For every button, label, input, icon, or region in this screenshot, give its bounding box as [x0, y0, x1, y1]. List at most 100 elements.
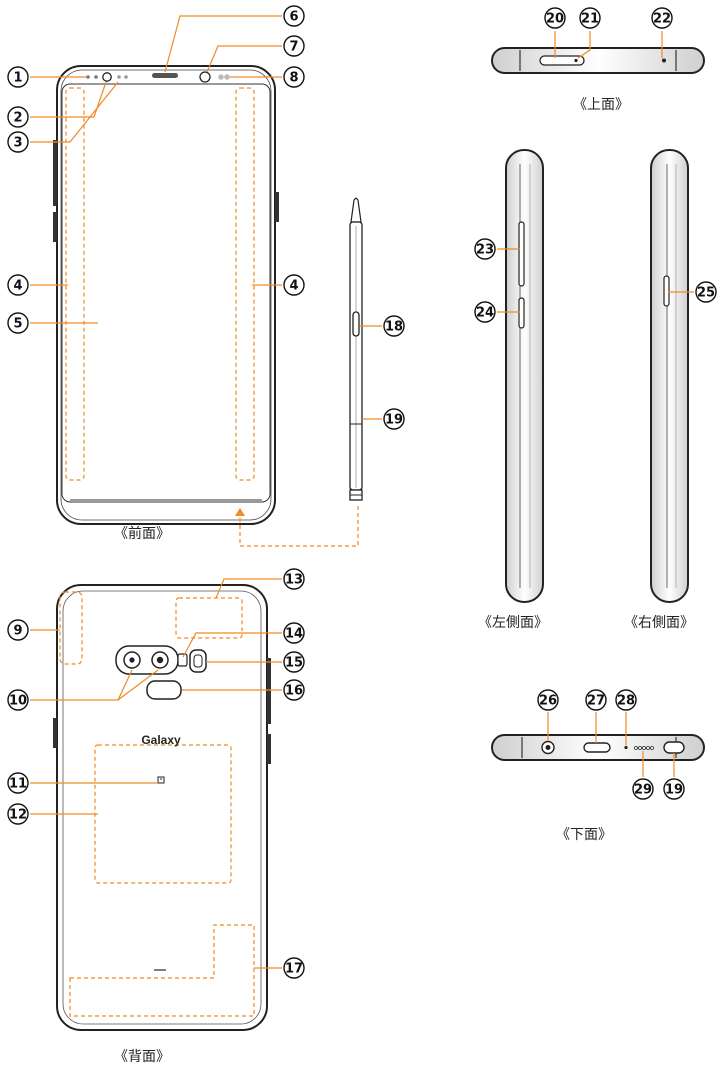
callout-5: 5 [7, 312, 29, 334]
back-left-key-a [53, 718, 57, 748]
svg-text:27: 27 [587, 694, 605, 709]
left-volume-key [518, 221, 525, 287]
back-antenna-area-top [175, 597, 243, 639]
svg-text:3: 3 [13, 136, 22, 151]
callout-24: 24 [474, 301, 496, 323]
front-proximity-sensor [102, 72, 112, 82]
back-phone-inner-edge [62, 590, 262, 1025]
svg-text:4: 4 [13, 279, 22, 294]
top-phone-body [491, 47, 705, 74]
front-left-bixby-key [53, 212, 57, 242]
callout-9: 9 [7, 619, 29, 641]
callout-20: 20 [544, 7, 566, 29]
back-heart-rate-inner [193, 654, 203, 668]
callout-27: 27 [585, 689, 607, 711]
callout-25: 25 [695, 281, 717, 303]
front-sensor-dot-3 [124, 75, 128, 79]
svg-text:21: 21 [581, 12, 599, 27]
front-screen [61, 83, 271, 503]
callout-2: 2 [7, 106, 29, 128]
callout-16: 16 [283, 679, 305, 701]
right-side-view [650, 149, 689, 603]
svg-text:4: 4 [289, 279, 298, 294]
svg-text:13: 13 [285, 573, 303, 588]
front-camera [199, 71, 211, 83]
right-side-body [650, 149, 689, 603]
svg-text:19: 19 [665, 783, 683, 798]
s-pen-tip [350, 197, 362, 223]
caption-back: 《背面》 [114, 1049, 170, 1065]
callout-17: 17 [283, 957, 305, 979]
callout-6: 6 [283, 5, 305, 27]
callout-1: 1 [7, 66, 29, 88]
callout-13: 13 [283, 568, 305, 590]
front-right-power-key [275, 192, 279, 222]
s-pen [349, 197, 363, 501]
back-phone-body [56, 584, 268, 1031]
callout-12: 12 [7, 803, 29, 825]
left-side-view [505, 149, 544, 603]
bottom-microphone [624, 745, 628, 750]
svg-text:17: 17 [285, 962, 303, 977]
back-view: Galaxy [53, 584, 271, 1031]
svg-text:20: 20 [546, 12, 564, 27]
back-camera-lens-1-core [129, 657, 135, 663]
svg-text:24: 24 [476, 306, 494, 321]
bottom-headset-jack-core [545, 745, 551, 750]
front-iris-sensor-a [218, 74, 224, 80]
svg-text:15: 15 [285, 656, 303, 671]
right-power-key [663, 275, 670, 307]
back-bottom-antenna-area [69, 924, 255, 1017]
front-sensor-dot-1 [86, 75, 90, 79]
nfc-mark-icon [157, 776, 165, 784]
svg-text:9: 9 [13, 624, 22, 639]
svg-text:16: 16 [285, 684, 303, 699]
caption-bottom: 《下面》 [556, 827, 612, 843]
callout-15: 15 [283, 651, 305, 673]
bottom-usb-c-port [583, 742, 611, 753]
callout-18: 18 [383, 315, 405, 337]
front-earpiece [152, 73, 178, 78]
svg-text:5: 5 [13, 317, 22, 332]
caption-front: 《前面》 [114, 526, 170, 542]
back-camera-lens-2-core [156, 656, 164, 664]
svg-text:23: 23 [476, 243, 494, 258]
s-pen-button [352, 311, 360, 337]
callout-8: 8 [283, 66, 305, 88]
front-left-volume-key [53, 140, 57, 206]
back-right-key-a [267, 658, 271, 724]
front-led-indicator [94, 75, 98, 79]
callout-7: 7 [283, 35, 305, 57]
svg-text:29: 29 [634, 783, 652, 798]
callout-14: 14 [283, 622, 305, 644]
svg-text:10: 10 [9, 694, 27, 709]
svg-text:19: 19 [385, 413, 403, 428]
back-brand-logo: Galaxy [141, 733, 181, 747]
callout-3: 3 [7, 131, 29, 153]
svg-text:8: 8 [289, 71, 298, 86]
left-bixby-key [518, 297, 525, 329]
pen-slot-guide-line [239, 504, 359, 547]
front-sensor-dot-2 [117, 75, 121, 79]
left-side-body [505, 149, 544, 603]
callout-4-left: 4 [7, 274, 29, 296]
top-sim-tray [539, 55, 585, 66]
front-iris-sensor-b [224, 74, 230, 80]
svg-text:2: 2 [13, 111, 22, 126]
callout-4-right: 4 [283, 274, 305, 296]
svg-text:25: 25 [697, 286, 715, 301]
top-eject-hole [574, 58, 578, 63]
callout-29: 29 [632, 778, 654, 800]
callout-26: 26 [537, 689, 559, 711]
pen-slot-arrow [235, 508, 245, 516]
svg-text:12: 12 [9, 808, 27, 823]
front-view [53, 65, 359, 547]
caption-top: 《上面》 [573, 97, 629, 113]
caption-left-side: 《左側面》 [478, 615, 548, 631]
callout-11: 11 [7, 772, 29, 794]
svg-text:7: 7 [289, 40, 298, 55]
bottom-s-pen-slot [663, 741, 685, 754]
callout-19-bottom: 19 [663, 778, 685, 800]
callout-10: 10 [7, 689, 29, 711]
